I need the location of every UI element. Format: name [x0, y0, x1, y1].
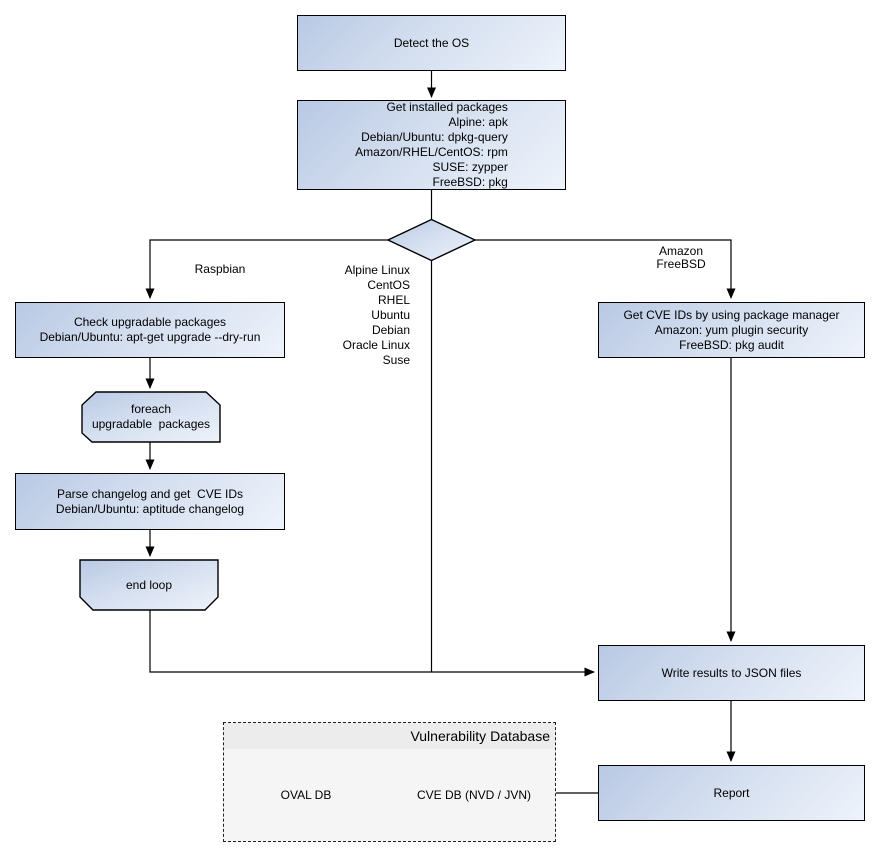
cluster-title-bar: Vulnerability Database [224, 723, 555, 749]
node-detect-os: Detect the OS [297, 15, 566, 71]
cve-db-label: CVE DB (NVD / JVN) [416, 788, 531, 802]
node-write-results: Write results to JSON files [598, 645, 865, 701]
node-detect-os-label: Detect the OS [393, 35, 470, 50]
foreach-shape [81, 391, 221, 443]
node-check-upgradable-packages-label: Check upgradable packages Debian/Ubuntu:… [39, 315, 261, 344]
edge-label-raspbian: Raspbian [194, 262, 246, 276]
edge-decision-to-check-upgradable [145, 239, 388, 299]
node-get-installed-packages: Get installed packages Alpine: apk Debia… [297, 100, 566, 190]
node-end-loop: end loop [80, 560, 218, 610]
node-end-loop-label: end loop [125, 577, 173, 592]
node-write-results-label: Write results to JSON files [661, 665, 802, 680]
node-foreach-label: foreach upgradable packages [91, 402, 211, 431]
end-loop-shape [79, 559, 219, 611]
decision-diamond [386, 218, 477, 262]
node-parse-changelog-label: Parse changelog and get CVE IDs Debian/U… [55, 486, 245, 516]
edge-decision-to-get-cve [475, 239, 736, 299]
node-get-cve-ids: Get CVE IDs by using package manager Ama… [598, 302, 865, 358]
node-report: Report [598, 765, 865, 821]
node-check-upgradable-packages: Check upgradable packages Debian/Ubuntu:… [15, 302, 285, 358]
oval-db-label-wrap: OVAL DB [237, 782, 375, 808]
vulnerability-database-cluster: Vulnerability Database [223, 722, 556, 842]
node-parse-changelog: Parse changelog and get CVE IDs Debian/U… [15, 473, 285, 530]
edge-label-amazon-freebsd: Amazon FreeBSD [656, 244, 706, 271]
edge-label-os-list: Alpine Linux CentOS RHEL Ubuntu Debian O… [342, 263, 410, 367]
oval-db-label: OVAL DB [280, 788, 332, 802]
node-get-installed-packages-label: Get installed packages Alpine: apk Debia… [355, 100, 508, 189]
node-foreach: foreach upgradable packages [82, 392, 220, 442]
cve-db-label-wrap: CVE DB (NVD / JVN) [405, 782, 543, 808]
node-report-label: Report [713, 785, 750, 800]
node-get-cve-ids-label: Get CVE IDs by using package manager Ama… [623, 307, 840, 352]
cluster-title: Vulnerability Database [410, 728, 550, 744]
edge-endloop-to-write-results [149, 610, 595, 677]
